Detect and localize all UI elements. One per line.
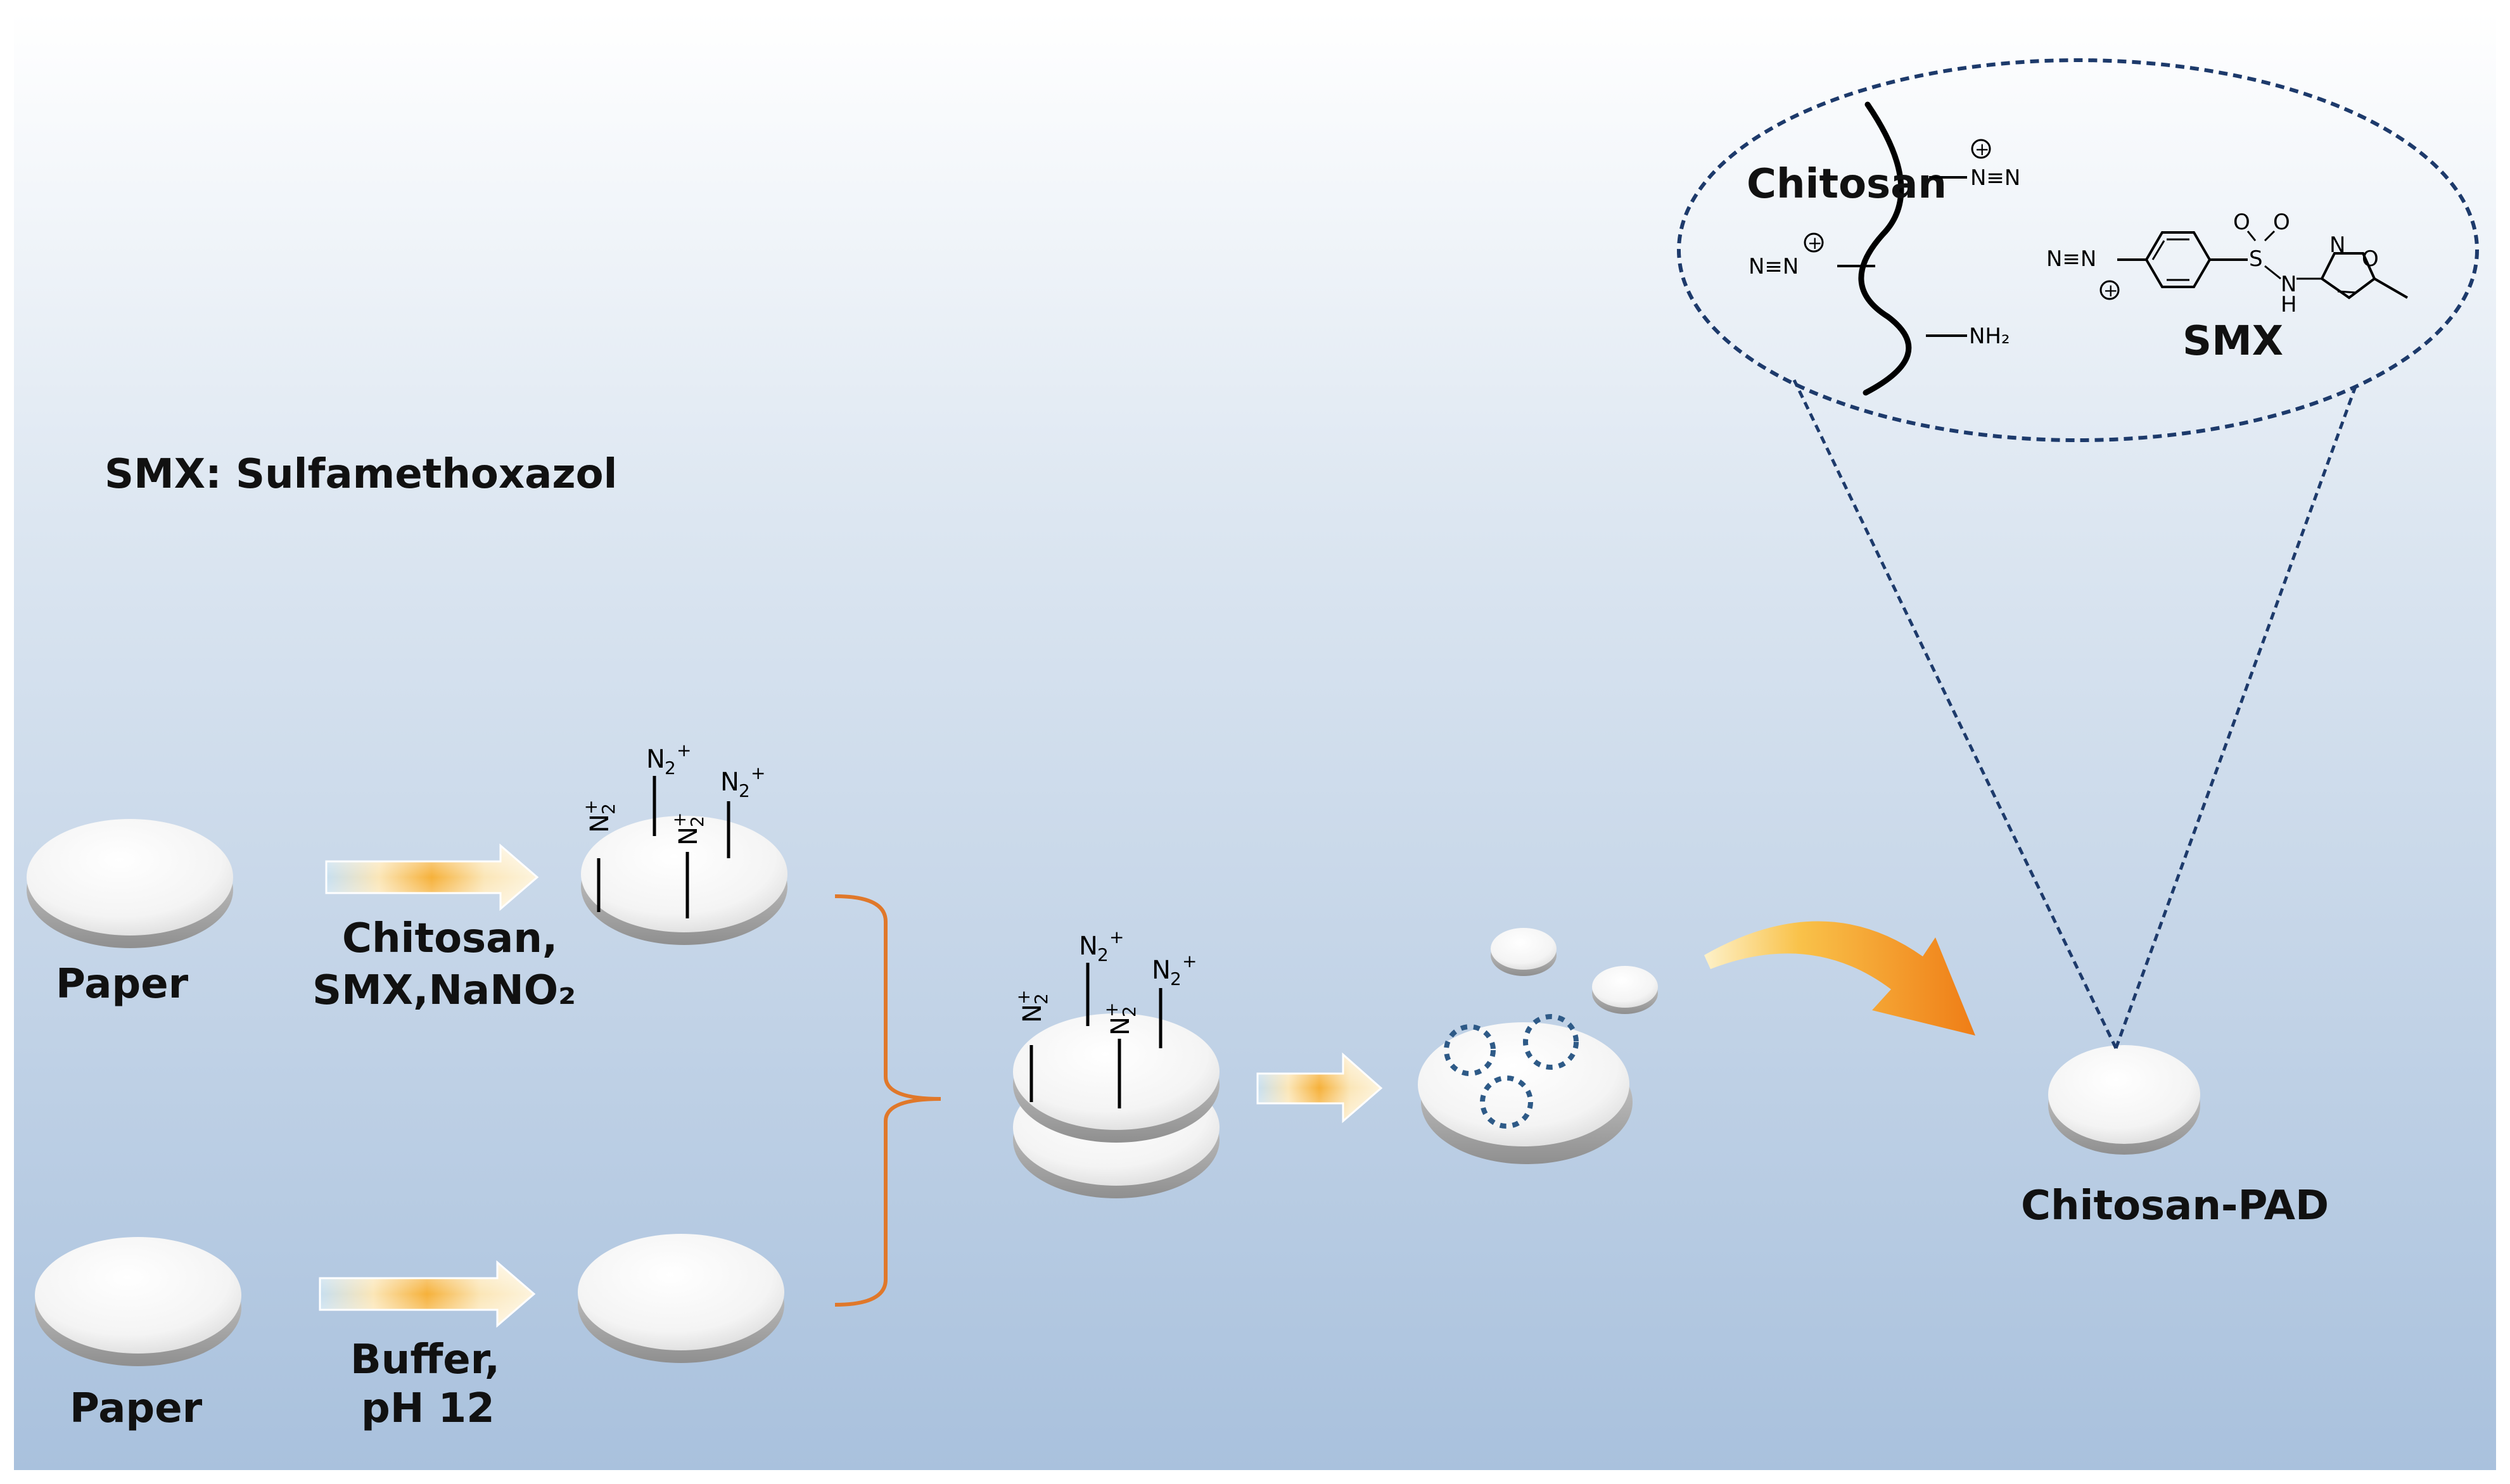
released-fragment <box>1491 928 1557 976</box>
diazonium-charge: + <box>677 740 691 761</box>
paper-disc-bottom <box>35 1237 241 1366</box>
chitosan-diazonium-top: N≡N + <box>1929 139 2020 191</box>
reagents-top-line2: SMX,NaNO₂ <box>312 967 576 1014</box>
chem-text: N <box>2329 232 2345 258</box>
diazonium-label: N <box>1106 1017 1135 1036</box>
released-fragment <box>1592 966 1658 1014</box>
step-arrow-top <box>325 843 539 911</box>
pore-circle <box>1480 1075 1533 1129</box>
chem-text: N≡N <box>1970 165 2020 191</box>
diazonium-subscript: 2 <box>687 816 708 827</box>
reagents-top-line1: Chitosan, <box>342 915 557 962</box>
paper-disc-top <box>27 819 233 948</box>
pore-circle <box>1523 1014 1579 1070</box>
paper-label-bottom: Paper <box>70 1385 203 1432</box>
diazonium-subscript: 2 <box>665 758 676 778</box>
plus-sign: + <box>1807 232 1822 253</box>
diazonium-subscript: 2 <box>1097 944 1109 965</box>
smx-label: SMX <box>2182 318 2283 365</box>
abbreviation-note: SMX: Sulfamethoxazol <box>105 451 617 498</box>
step-arrow-middle <box>1256 1052 1383 1124</box>
chitosan-diazonium-left: N≡N + <box>1749 232 1875 279</box>
chitosan-pad-disc <box>2048 1045 2200 1155</box>
buffered-paper-disc <box>578 1234 784 1363</box>
stacked-paper-discs <box>1013 1013 1220 1198</box>
diazonium-label: N <box>1079 932 1098 961</box>
diazonium-subscript: 2 <box>1119 1006 1140 1017</box>
diazonium-groups-stack <box>1029 963 1163 1108</box>
chem-text: NH₂ <box>1969 324 2010 349</box>
diazonium-subscript: 2 <box>739 780 750 801</box>
pore-circle <box>1444 1024 1496 1076</box>
chem-text: O <box>2273 210 2290 235</box>
background-panel <box>14 11 2496 1470</box>
diazonium-subscript: 2 <box>1031 993 1052 1005</box>
diazonium-charge: + <box>1182 951 1197 972</box>
diazonium-label: N <box>646 745 665 774</box>
diazonium-label: N <box>1018 1004 1047 1023</box>
diazonium-labels-stack: N 2 + N 2 + N 2 + N 2 + <box>1013 927 1197 1036</box>
diazonium-charge: + <box>580 800 601 815</box>
zoom-ellipse <box>1677 58 2479 442</box>
chem-text: N≡N <box>2046 246 2096 272</box>
diazonium-label: N <box>720 768 739 797</box>
plus-sign: + <box>1975 139 1989 160</box>
pores <box>1444 1014 1579 1129</box>
chem-text: O <box>2362 246 2379 272</box>
paper-label-top: Paper <box>56 961 189 1008</box>
product-label: Chitosan-PAD <box>2021 1183 2329 1229</box>
chem-text: N≡N <box>1749 254 1799 279</box>
plus-sign: + <box>2103 280 2118 301</box>
functionalized-paper-disc <box>581 816 787 945</box>
smx-structure: N≡N + S O O N H N O <box>2046 210 2408 317</box>
chem-text: O <box>2233 210 2250 235</box>
diazonium-groups-paper1 <box>597 776 730 918</box>
chitosan-label: Chitosan <box>1747 161 1947 208</box>
chem-text: N <box>2281 272 2297 297</box>
chitosan-amine: NH₂ <box>1926 324 2010 349</box>
diazonium-labels-paper1: N 2 + N 2 + N 2 + N 2 + <box>580 740 765 846</box>
diazonium-charge: + <box>1109 927 1124 948</box>
chem-text: H <box>2281 292 2297 317</box>
diazonium-subscript: 2 <box>598 803 619 815</box>
diazonium-subscript: 2 <box>1170 968 1182 989</box>
diazonium-charge: + <box>751 763 765 783</box>
chitosan-backbone <box>1858 101 1912 396</box>
combine-bracket <box>834 894 941 1307</box>
step-arrow-bottom <box>319 1260 536 1328</box>
reagents-bottom-line1: Buffer, <box>350 1336 500 1383</box>
diazonium-label: N <box>674 827 703 846</box>
diazonium-label: N <box>585 814 615 833</box>
diazonium-charge: + <box>1101 1003 1122 1017</box>
diazonium-charge: + <box>669 813 690 827</box>
diazonium-label: N <box>1152 956 1171 985</box>
chem-text: S <box>2249 246 2263 272</box>
curved-arrow <box>1704 921 1975 1036</box>
diazonium-charge: + <box>1013 990 1034 1005</box>
zoom-lines <box>1792 379 2359 1050</box>
reagents-bottom-line2: pH 12 <box>361 1385 495 1432</box>
